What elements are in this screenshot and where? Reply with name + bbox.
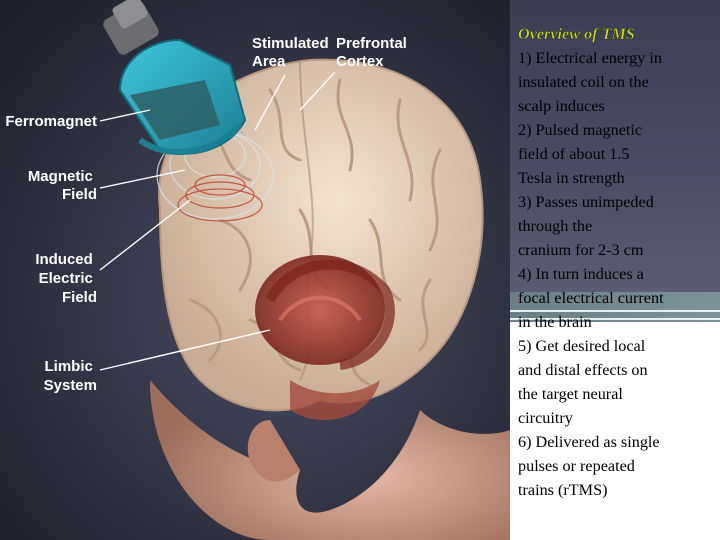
label-ferromagnet-line-1: Ferromagnet [5,113,97,130]
label-induced-electric-field-line-1: Induced [35,251,93,268]
band-stripe [510,310,720,312]
overview-line: 4) In turn induces a [518,265,644,283]
overview-line: pulses or repeated [518,457,635,475]
label-stimulated-area: Stimulated Area [252,35,333,70]
overview-line: scalp induces [518,97,605,115]
overview-line: through the [518,217,593,235]
overview-line: focal electrical current [518,289,664,307]
label-induced-electric-field-line-3: Field [62,289,97,306]
label-magnetic-field-line-1: Magnetic [28,168,93,185]
label-prefrontal-cortex-line-1: Prefrontal [336,35,407,52]
leader-lines [99,71,336,371]
label-induced-electric-field: Induced Electric Field [35,251,97,306]
overview-line: insulated coil on the [518,73,649,91]
overview-line: the target neural [518,385,623,403]
label-ferromagnet: Ferromagnet [5,113,97,130]
band-stripe [510,318,720,320]
label-stimulated-area-line-1: Stimulated [252,35,329,52]
overview-line: Tesla in strength [518,169,625,187]
tms-coil [103,0,247,155]
overview-line: trains (rTMS) [518,481,608,499]
label-stimulated-area-line-2: Area [252,53,286,70]
overview-text: Overview of TMS 1) Electrical energy in … [518,22,718,502]
label-limbic-system: Limbic System [44,358,97,394]
overview-line: circuitry [518,409,573,427]
overview-line: 2) Pulsed magnetic [518,121,643,139]
overview-line: 6) Delivered as single [518,433,660,451]
label-limbic-system-line-1: Limbic [44,358,92,375]
overview-line: 3) Passes unimpeded [518,193,654,211]
overview-panel: Overview of TMS 1) Electrical energy in … [510,0,720,540]
label-limbic-system-line-2: System [44,377,97,394]
overview-line: cranium for 2-3 cm [518,241,644,259]
brain [158,58,484,412]
label-prefrontal-cortex-line-2: Cortex [336,53,384,70]
limbic-system-structure [255,255,395,420]
tms-brain-illustration: Stimulated Area Prefrontal Cortex Ferrom… [0,0,510,540]
overview-line: 5) Get desired local [518,337,646,355]
overview-heading: Overview of TMS [518,25,635,43]
head [150,380,510,540]
overview-line: 1) Electrical energy in [518,49,662,67]
ferromagnet-core [130,80,220,140]
label-magnetic-field: Magnetic Field [28,168,97,203]
overview-line: field of about 1.5 [518,145,630,163]
label-prefrontal-cortex: Prefrontal Cortex [336,35,411,70]
induced-electric-field-lines [177,174,263,222]
overview-line: in the brain [518,313,592,331]
panel-dark-background [510,0,720,292]
label-magnetic-field-line-2: Field [62,186,97,203]
panel-accent-band [510,292,720,322]
label-induced-electric-field-line-2: Electric [39,270,93,287]
ear [247,420,300,482]
overview-line: and distal effects on [518,361,648,379]
